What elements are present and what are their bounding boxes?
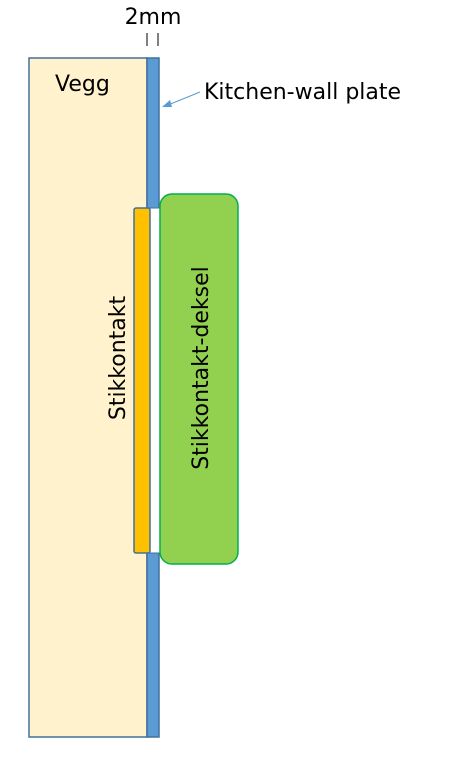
dimension-label: 2mm — [125, 5, 182, 30]
wall-label: Vegg — [55, 72, 110, 97]
socket-label: Stikkontakt — [106, 295, 131, 420]
wall-block — [28, 57, 148, 738]
plate-leader-line — [167, 91, 201, 106]
socket-block — [133, 207, 151, 554]
plate-label: Kitchen-wall plate — [204, 80, 401, 105]
cover-label: Stikkontakt-deksel — [189, 266, 214, 470]
plate-leader-arrowhead — [162, 100, 172, 107]
socket-cover-block — [159, 193, 239, 565]
